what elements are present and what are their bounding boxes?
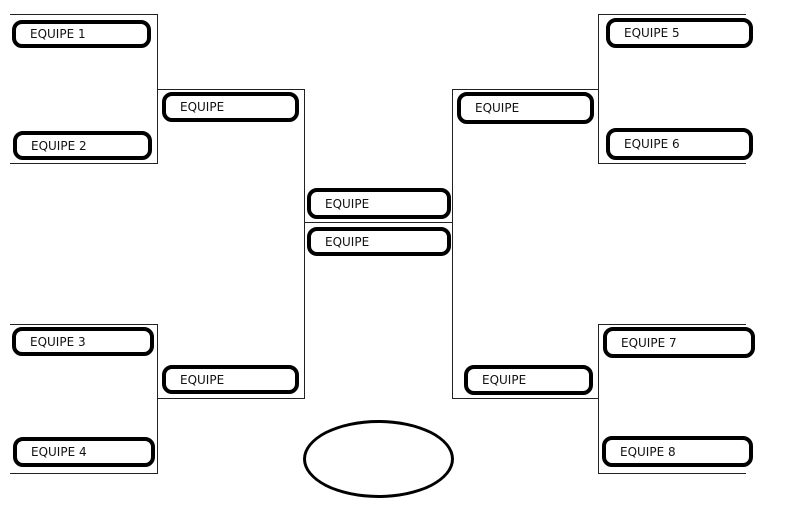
team-slot-8[interactable]: EQUIPE 8 (602, 436, 753, 467)
team-slot-7[interactable]: EQUIPE 7 (603, 327, 755, 358)
bracket-line (598, 324, 599, 474)
bracket-line (598, 324, 746, 325)
team-slot-1[interactable]: EQUIPE 1 (12, 20, 151, 48)
team-slot-2[interactable]: EQUIPE 2 (13, 131, 152, 160)
bracket-line (598, 14, 746, 15)
semi-right-top-slot[interactable]: EQUIPE (457, 92, 594, 124)
bracket-line (10, 14, 158, 15)
final-top-slot[interactable]: EQUIPE (307, 188, 451, 219)
bracket-line (10, 163, 158, 164)
team-slot-5[interactable]: EQUIPE 5 (606, 18, 753, 48)
bracket-line (10, 473, 158, 474)
bracket-line (10, 324, 158, 325)
semi-left-top-slot[interactable]: EQUIPE (162, 92, 299, 122)
bracket-line (598, 473, 746, 474)
bracket-line (157, 324, 158, 474)
bracket-line (452, 89, 599, 90)
bracket-line (452, 89, 453, 399)
final-bottom-slot[interactable]: EQUIPE (307, 227, 451, 256)
champion-ellipse (303, 420, 454, 498)
bracket-line (157, 398, 305, 399)
bracket-line (598, 14, 599, 164)
semi-right-bottom-slot[interactable]: EQUIPE (464, 365, 593, 395)
team-slot-6[interactable]: EQUIPE 6 (606, 128, 753, 160)
bracket-line (157, 89, 305, 90)
bracket-line (304, 222, 453, 223)
team-slot-4[interactable]: EQUIPE 4 (13, 437, 155, 467)
team-slot-3[interactable]: EQUIPE 3 (12, 327, 154, 356)
bracket-line (304, 89, 305, 399)
semi-left-bottom-slot[interactable]: EQUIPE (162, 365, 299, 394)
bracket-line (452, 398, 599, 399)
bracket-line (598, 163, 746, 164)
